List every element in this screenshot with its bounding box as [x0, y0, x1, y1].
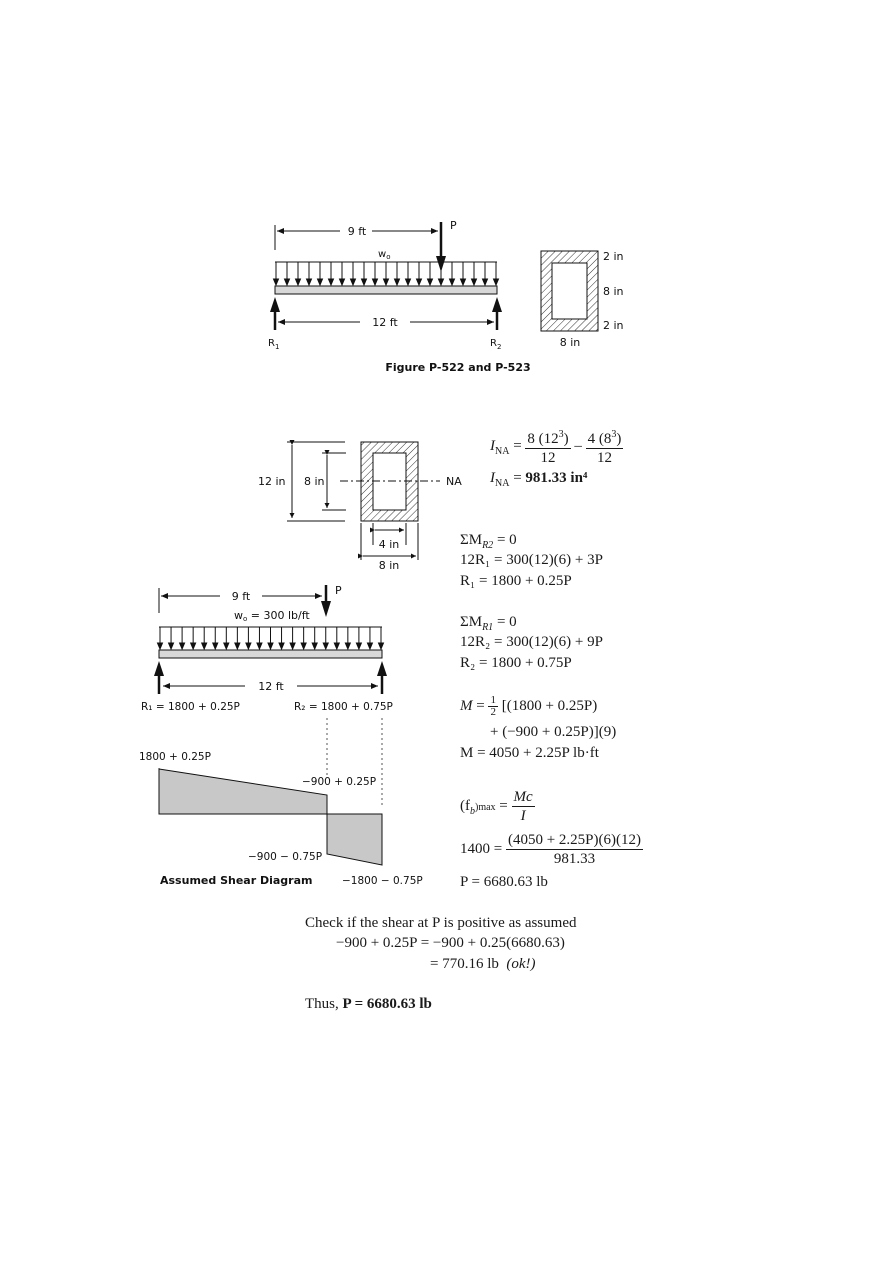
- fig1-R2-label: R2: [490, 338, 501, 351]
- sec2-width-inner: 4 in: [379, 538, 400, 551]
- fig1-load-P: P: [450, 219, 457, 232]
- load-arrowhead: [289, 642, 296, 651]
- load-arrowhead: [333, 642, 341, 651]
- load-arrowhead: [200, 642, 208, 651]
- load-arrowhead: [371, 278, 379, 287]
- shear-v2: −900 + 0.25P: [302, 776, 376, 788]
- load-arrowhead: [448, 278, 456, 287]
- beam2-wo-label: wo = 300 lb/ft: [234, 609, 310, 623]
- fig1-dim-12ft: 12 ft: [372, 316, 398, 329]
- section2-cross-section: 12 in 8 in NA 4 in 8 in: [258, 440, 462, 572]
- beam2-body: [158, 649, 383, 659]
- load-arrowhead: [300, 642, 307, 651]
- check-line3: = 770.16 lb (ok!): [430, 956, 536, 972]
- fig1-sec-width: 8 in: [560, 336, 581, 349]
- load-arrowhead: [481, 278, 489, 287]
- load-arrowhead: [470, 278, 478, 287]
- shear-v1: 1800 + 0.25P: [139, 751, 211, 763]
- load-arrowhead: [360, 278, 368, 287]
- check-line1: Check if the shear at P is positive as a…: [305, 915, 577, 931]
- load-arrowhead: [459, 278, 467, 287]
- r1-result: R₁ = 1800 + 0.25P: [460, 573, 572, 589]
- figure1-caption: Figure P-522 and P-523: [385, 361, 530, 374]
- load-arrowhead: [189, 642, 197, 651]
- load-arrowhead: [234, 642, 241, 651]
- fig1-dim-9ft: 9 ft: [348, 225, 367, 238]
- load-arrowhead: [327, 278, 335, 287]
- load-arrowhead: [256, 642, 263, 651]
- p-result: P = 6680.63 lb: [460, 874, 548, 890]
- conclusion: Thus, P = 6680.63 lb: [305, 996, 432, 1012]
- load-arrowhead: [272, 278, 280, 287]
- load-arrowhead: [349, 278, 357, 287]
- shear-negative-region: [326, 813, 383, 866]
- load-arrowhead: [311, 642, 318, 651]
- shear-v3: −900 − 0.75P: [248, 851, 322, 863]
- load-arrowhead: [267, 642, 274, 651]
- ina-term1: 8 (123)12: [525, 426, 571, 467]
- fig1-R1-label: R1: [268, 338, 279, 351]
- beam2-load-P: P: [335, 584, 342, 597]
- sec2-height-outer: 12 in: [258, 475, 286, 488]
- fig1-beam-body: [274, 285, 498, 295]
- fig1-sec-top: 2 in: [603, 250, 624, 263]
- fig1-sec-mid: 8 in: [603, 285, 624, 298]
- beam2-R2-label: R₂ = 1800 + 0.75P: [294, 701, 393, 713]
- load-arrowhead: [377, 642, 385, 651]
- check-line2: −900 + 0.25P = −900 + 0.25(6680.63): [336, 935, 565, 951]
- load-arrowhead: [492, 278, 500, 287]
- shear-diagram: 1800 + 0.25P −900 + 0.25P −900 − 0.75P −…: [139, 718, 423, 887]
- load-arrowhead: [437, 278, 445, 287]
- moment-result: M = 4050 + 2.25P lb·ft: [460, 745, 599, 761]
- load-arrowhead: [245, 642, 252, 651]
- sec2-height-inner: 8 in: [304, 475, 325, 488]
- figure1-beam: 9 ft P wo 12 ft R1 R2: [268, 219, 502, 351]
- ina-term2: 4 (83)12: [585, 426, 624, 467]
- load-arrowhead: [382, 278, 390, 287]
- load-arrowhead: [223, 642, 230, 651]
- load-arrowhead: [355, 642, 363, 651]
- load-arrowhead: [404, 278, 412, 287]
- eq-r2: 12R₂ = 300(12)(6) + 9P: [460, 634, 603, 650]
- load-arrowhead: [178, 642, 186, 651]
- sec2-neutral-axis: NA: [446, 475, 462, 488]
- load-arrowhead: [415, 278, 423, 287]
- ina-equation: INA = 8 (123)12 – 4 (83)12: [490, 426, 624, 467]
- beam2-dim-12ft: 12 ft: [258, 680, 284, 693]
- beam2: 9 ft P wo = 300 lb/ft 12 ft R₁ = 1800 + …: [141, 584, 393, 713]
- fig1-sec-bot: 2 in: [603, 319, 624, 332]
- shear-caption: Assumed Shear Diagram: [160, 874, 312, 887]
- beam2-dim-9ft: 9 ft: [232, 590, 251, 603]
- moment-line2: + (−900 + 0.25P)](9): [490, 724, 617, 740]
- load-arrowhead: [426, 278, 434, 287]
- load-arrowhead: [167, 642, 175, 651]
- load-arrowhead: [366, 642, 374, 651]
- sum-moments-r1: ΣMR1 = 0: [460, 614, 517, 633]
- sec2-width-outer: 8 in: [379, 559, 400, 572]
- beam2-R1-label: R₁ = 1800 + 0.25P: [141, 701, 240, 713]
- load-arrowhead: [212, 642, 219, 651]
- load-arrowhead: [283, 278, 291, 287]
- figure1-cross-section: 2 in 8 in 2 in 8 in: [540, 250, 624, 349]
- load-arrowhead: [316, 278, 324, 287]
- load-arrowhead: [278, 642, 285, 651]
- load-arrowhead: [338, 278, 346, 287]
- load-arrowhead: [322, 642, 329, 651]
- eq-r1: 12R₁ = 300(12)(6) + 3P: [460, 552, 603, 568]
- sum-moments-r2: ΣMR2 = 0: [460, 532, 517, 551]
- ina-result: INA = 981.33 in⁴: [490, 470, 588, 489]
- load-arrowhead: [344, 642, 352, 651]
- fig1-wo-label: wo: [378, 249, 390, 261]
- load-arrowhead: [305, 278, 313, 287]
- load-arrowhead: [393, 278, 401, 287]
- load-arrowhead: [294, 278, 302, 287]
- shear-v4: −1800 − 0.75P: [342, 875, 423, 887]
- stress-equation: 1400 = (4050 + 2.25P)(6)(12)981.33: [460, 832, 643, 867]
- r2-result: R₂ = 1800 + 0.75P: [460, 655, 572, 671]
- load-arrowhead: [156, 642, 164, 651]
